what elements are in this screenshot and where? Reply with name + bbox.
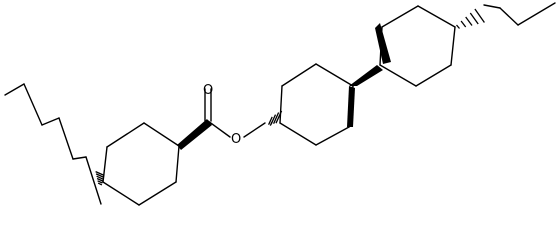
cyclohexane-ring-b [279, 63, 354, 146]
hashed-wedge-propyl [456, 8, 485, 29]
bold-wedge-carbonyl [177, 119, 212, 150]
ester-linkage [204, 88, 266, 138]
hashed-wedge-ester [268, 110, 283, 126]
cyclohexane-ring-a [102, 122, 180, 206]
skeletal-formula: O O [4, 2, 556, 206]
bold-wedge-ring-b-to-c [349, 65, 383, 86]
pentyl-chain [4, 83, 102, 205]
ester-oxygen-label: O [231, 132, 241, 147]
carbonyl-oxygen-label: O [203, 83, 213, 98]
bold-wedge-ring-b [347, 86, 355, 127]
molecule-canvas: O O [4, 2, 556, 206]
bold-wedge-ring-c [375, 23, 391, 64]
hashed-wedge-pentyl [95, 171, 105, 186]
cyclohexane-ring-c [379, 5, 456, 87]
propyl-chain [483, 2, 556, 26]
